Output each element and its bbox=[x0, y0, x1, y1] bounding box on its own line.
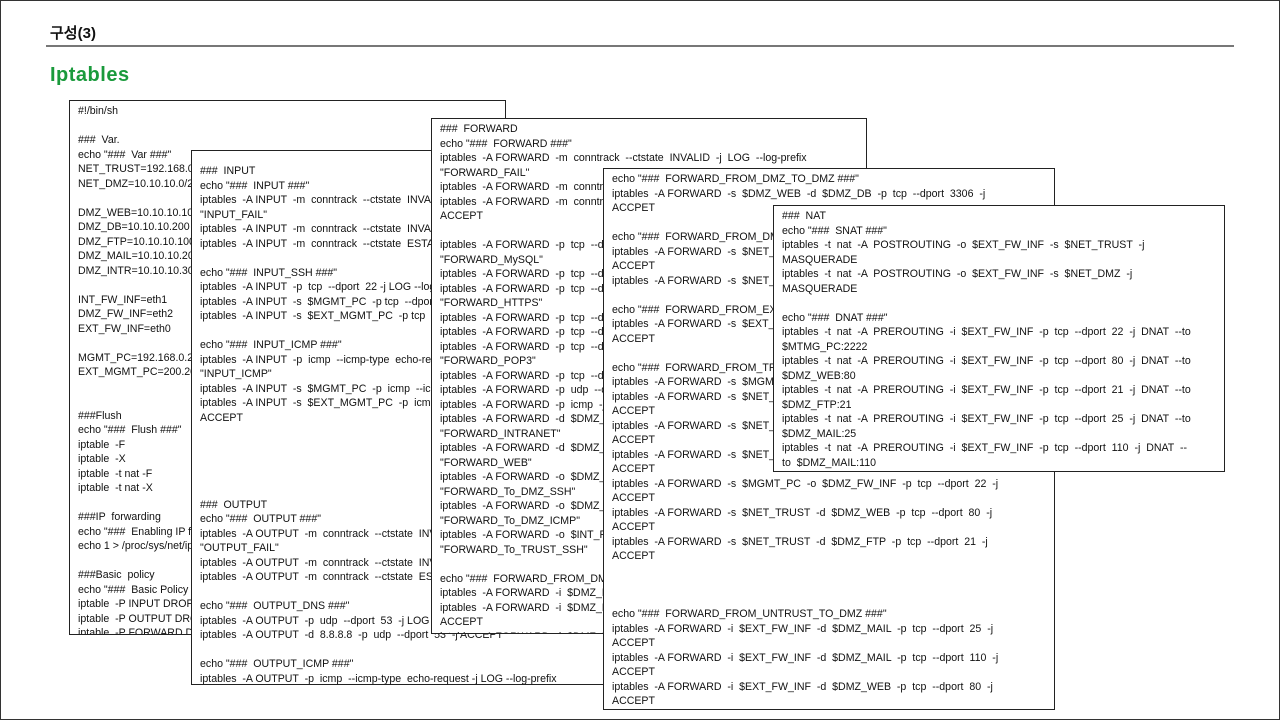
script-main-text: #!/bin/sh ### Var. echo "### Var ###" NE… bbox=[78, 105, 262, 635]
script-panel-nat: ### NAT echo "### SNAT ###" iptables -t … bbox=[773, 205, 1225, 472]
script-nat-text: ### NAT echo "### SNAT ###" iptables -t … bbox=[782, 210, 1191, 469]
slide-title: Iptables bbox=[50, 64, 130, 86]
header-divider bbox=[46, 45, 1234, 47]
section-heading: 구성(3) bbox=[50, 25, 96, 42]
